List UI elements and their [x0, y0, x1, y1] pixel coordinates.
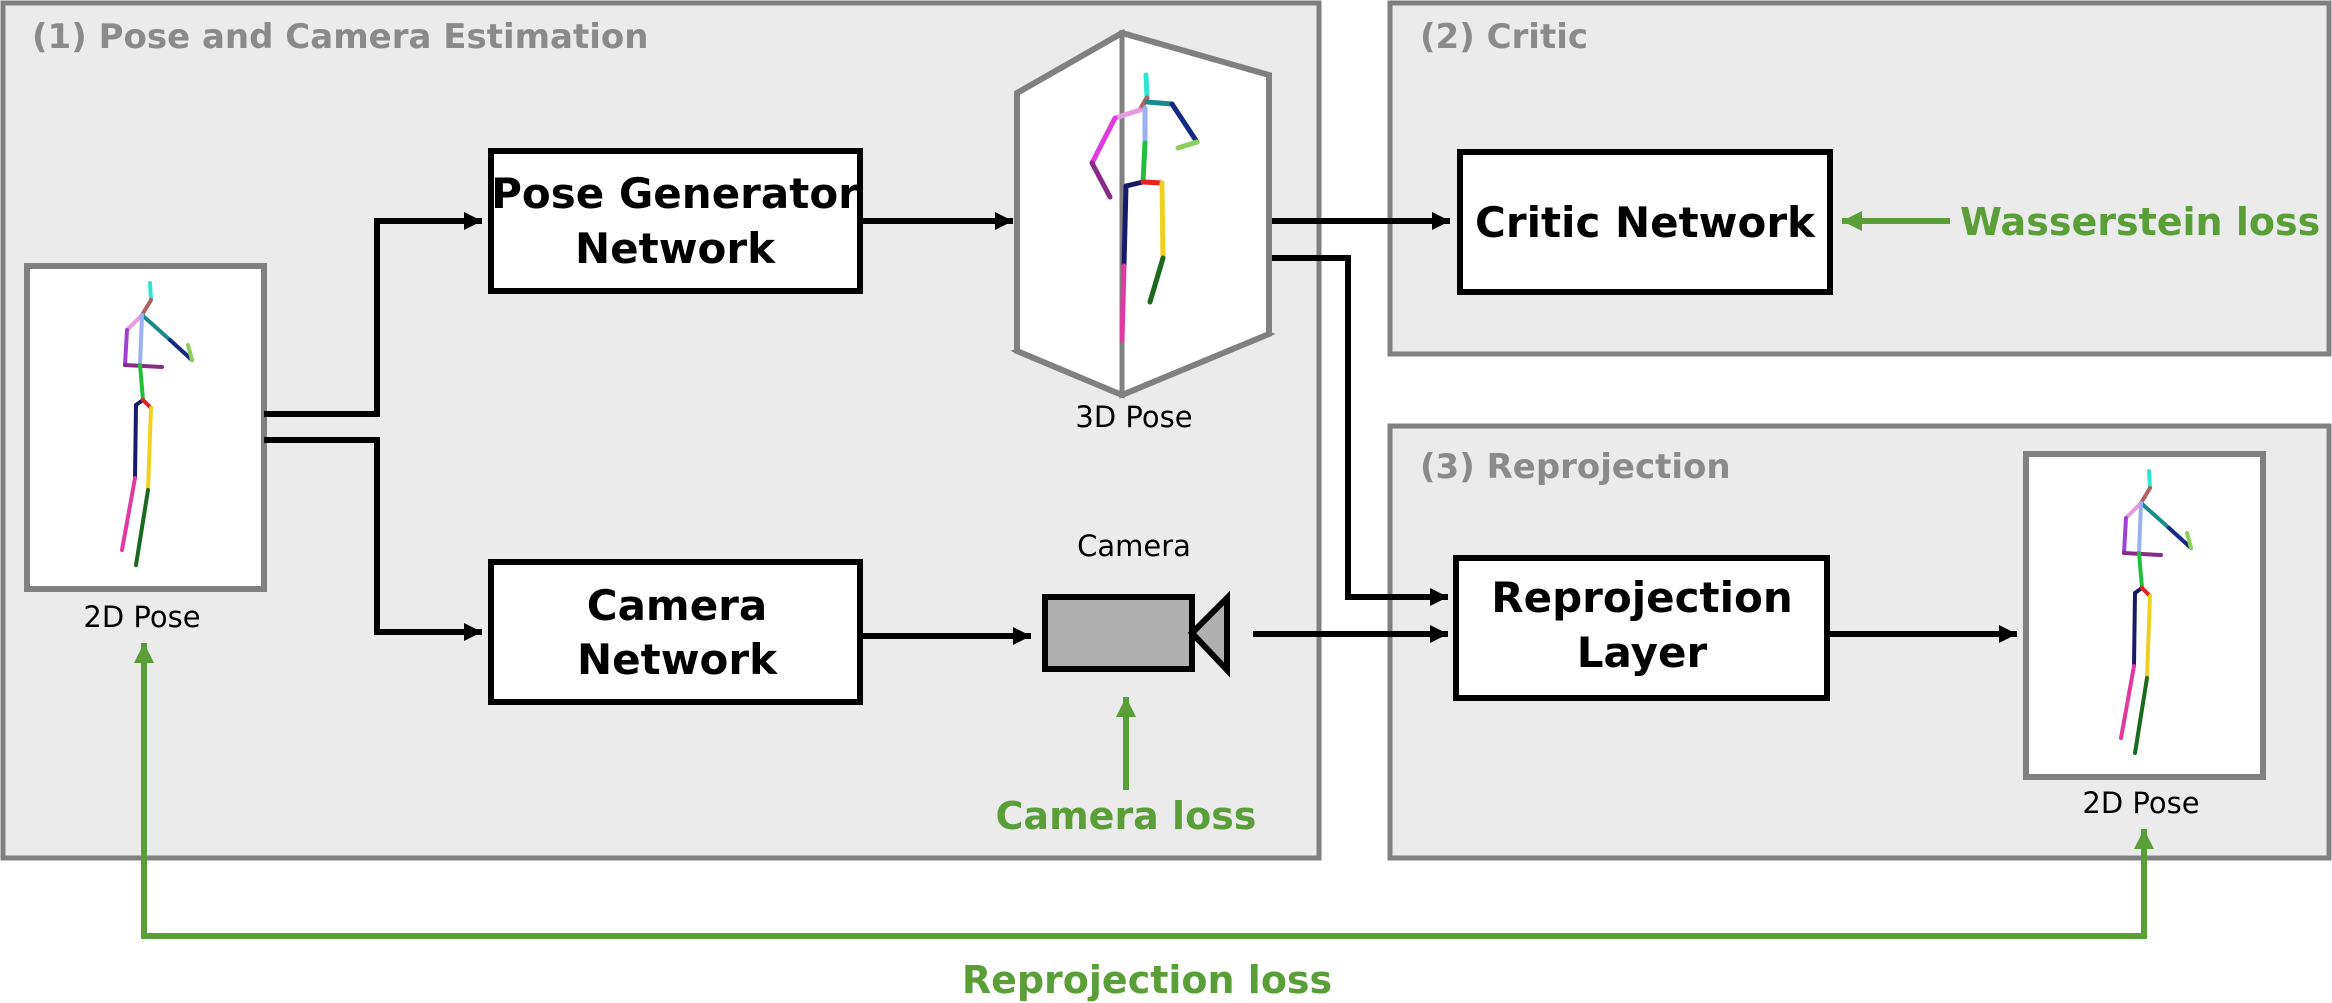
camera-loss-label: Camera loss — [996, 794, 1257, 838]
camera-caption: Camera — [1077, 529, 1191, 563]
output-skeleton-icon — [2119, 469, 2193, 755]
panel-title-critic: (2) Critic — [1420, 17, 1588, 57]
3d-pose-cube — [1010, 28, 1276, 399]
camera-network-label-line2: Network — [577, 635, 778, 684]
input-skeleton-icon — [120, 281, 194, 567]
camera-network-box: Camera Network — [488, 559, 863, 705]
arrow-3d-pose-to-reprojection — [1272, 255, 1448, 606]
panel-title-reprojection: (3) Reprojection — [1420, 447, 1731, 487]
arrow-reprojection-loss-right — [770, 829, 2154, 939]
output-2d-pose-image — [2023, 451, 2266, 780]
input-2d-pose-image — [24, 263, 267, 592]
camera-icon — [1042, 590, 1230, 678]
3d-pose-caption: 3D Pose — [1075, 400, 1192, 434]
arrow-reprojection-loss-left — [134, 643, 770, 939]
pose-generator-network-box: Pose Generator Network — [488, 148, 863, 294]
arrow-input-to-camera-network — [264, 437, 482, 641]
critic-network-box: Critic Network — [1457, 149, 1833, 295]
input-2d-pose-caption: 2D Pose — [83, 600, 200, 634]
wasserstein-loss-label: Wasserstein loss — [1960, 200, 2320, 244]
reprojection-layer-label-line1: Reprojection — [1491, 573, 1792, 622]
camera-network-label-line1: Camera — [587, 581, 767, 630]
reprojection-loss-label: Reprojection loss — [962, 958, 1332, 1002]
loss-arrows — [134, 211, 2154, 939]
reprojection-layer-box: Reprojection Layer — [1453, 555, 1830, 701]
pose-generator-label-line2: Network — [575, 224, 776, 273]
panel-title-pose-camera: (1) Pose and Camera Estimation — [32, 17, 648, 57]
output-2d-pose-caption: 2D Pose — [2082, 786, 2199, 820]
pose-generator-label-line1: Pose Generator — [491, 169, 859, 218]
flow-arrows — [264, 212, 2017, 645]
critic-network-label: Critic Network — [1475, 198, 1816, 247]
3d-skeleton-icon — [1089, 72, 1200, 343]
arrow-input-to-pose-generator — [264, 212, 482, 417]
reprojection-layer-label-line2: Layer — [1577, 628, 1708, 677]
